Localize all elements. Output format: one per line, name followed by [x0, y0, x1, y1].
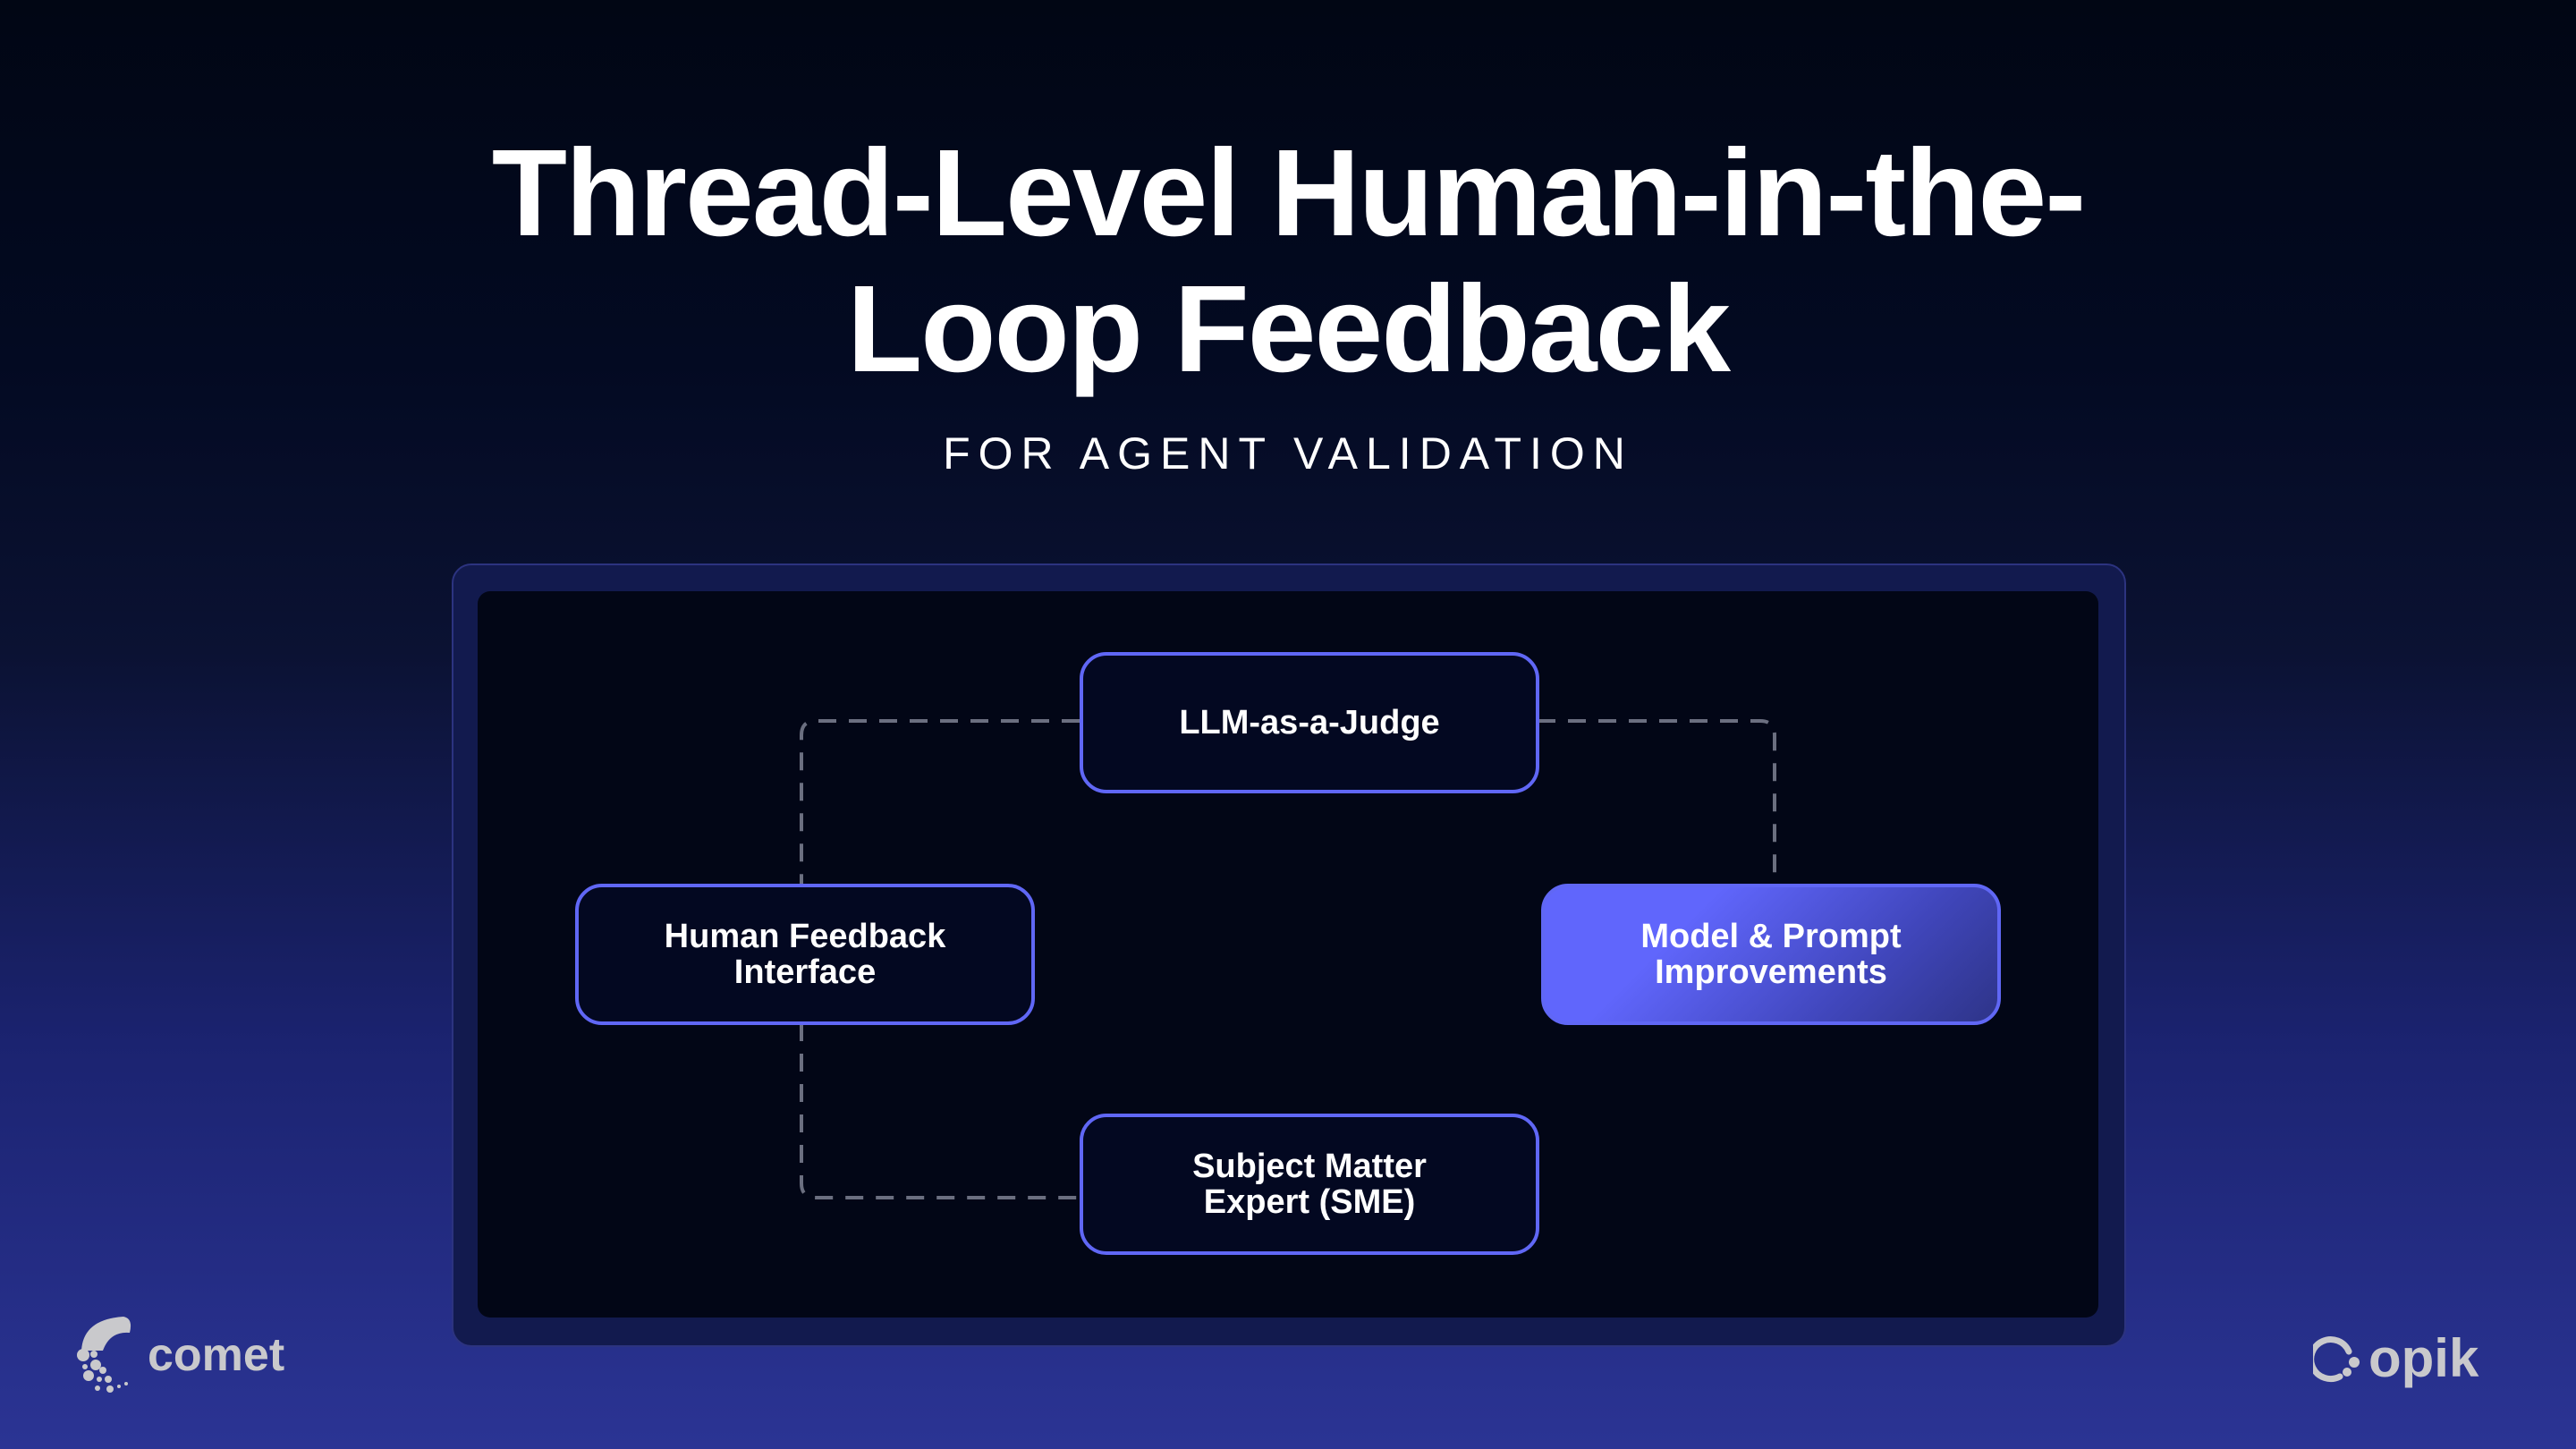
node-label-line-2: Expert (SME) — [1203, 1183, 1416, 1221]
comet-logo: comet — [74, 1315, 284, 1395]
node-label: LLM-as-a-Judge — [1179, 704, 1440, 741]
subtitle: FOR AGENT VALIDATION — [943, 428, 1633, 479]
connector-human-to-sme — [800, 1023, 1080, 1199]
comet-wordmark: comet — [148, 1329, 285, 1381]
node-label-line-1: Subject Matter — [1192, 1148, 1427, 1185]
title-line-2: Loop Feedback — [846, 260, 1731, 398]
node-llm-as-a-judge: LLM-as-a-Judge — [1080, 652, 1539, 793]
connector-llm-to-human — [800, 719, 1080, 884]
node-label-line-1: Model & Prompt — [1640, 918, 1902, 955]
comet-logo-icon — [77, 1317, 131, 1393]
opik-wordmark: opik — [2368, 1328, 2479, 1388]
node-label-line-1: Human Feedback — [664, 918, 946, 955]
connector-llm-to-model — [1538, 719, 1776, 884]
opik-logo: opik — [2313, 1327, 2479, 1389]
title-line-1: Thread-Level Human-in-the- — [491, 124, 2086, 262]
node-label-line-2: Interface — [733, 953, 877, 991]
opik-logo-icon — [2313, 1335, 2360, 1382]
page-title: Thread-Level Human-in-the- Loop Feedback — [0, 125, 2576, 397]
node-label-line-2: Improvements — [1655, 953, 1887, 991]
